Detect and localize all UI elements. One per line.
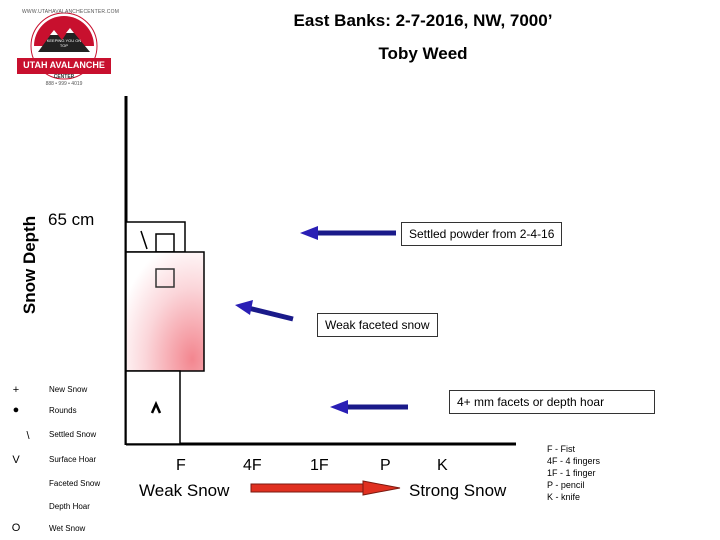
page-title: East Banks: 2-7-2016, NW, 7000’ [293, 11, 553, 30]
logo-emblem [17, 12, 111, 80]
logo-phone: 888 • 999 • 4019 [45, 81, 83, 87]
tick-pencil: P [380, 457, 391, 474]
legend-symbol-rounds: ● [12, 404, 20, 416]
arrow-middle-shaft [247, 305, 294, 322]
hardness-key-fist: F - Fist [547, 444, 575, 454]
callout-settled-powder: Settled powder from 2-4-16 [401, 222, 563, 246]
facet-symbol-middle [155, 268, 175, 288]
hardness-key-knife: K - knife [547, 492, 581, 502]
legend-symbol-settled-snow: \ [26, 430, 30, 442]
legend-label-depth-hoar: Depth Hoar [49, 502, 90, 511]
logo-arc-text: WWW.UTAHAVALANCHECENTER.COM [22, 9, 120, 15]
legend-symbol-surface-hoar: V [12, 454, 20, 466]
tick-four-fingers: 4F [243, 457, 262, 474]
tick-knife: K [437, 457, 448, 474]
logo-motto: KEEPING YOU ON TOP [46, 38, 82, 48]
hardness-key-one-finger: 1F - 1 finger [547, 468, 596, 478]
author-name: Toby Weed [378, 44, 468, 63]
arrow-middle-head [235, 300, 253, 315]
arrow-top-head [300, 226, 318, 240]
legend-label-faceted-snow: Faceted Snow [49, 479, 101, 488]
hardness-key-pencil: P - pencil [547, 480, 585, 490]
snow-depth-value: 65 cm [48, 210, 95, 229]
weak-snow-label: Weak Snow [139, 481, 230, 500]
strong-snow-label: Strong Snow [409, 481, 507, 500]
legend-symbol-wet-snow: O [11, 522, 21, 534]
legend-label-rounds: Rounds [49, 406, 77, 415]
legend-label-settled-snow: Settled Snow [49, 430, 97, 439]
strength-arrow-head [362, 480, 401, 496]
layer-depth-hoar [125, 370, 181, 445]
legend-symbol-new-snow: + [12, 384, 20, 396]
depth-hoar-symbol [150, 400, 162, 414]
legend-label-new-snow: New Snow [49, 385, 88, 394]
utah-avalanche-center-logo: WWW.UTAHAVALANCHECENTER.COM KEEPING YOU … [14, 8, 120, 92]
layer-weak-faceted [125, 251, 205, 372]
callout-weak-faceted: Weak faceted snow [317, 313, 438, 337]
settled-symbol [140, 230, 148, 250]
callout-depth-hoar: 4+ mm facets or depth hoar [449, 390, 655, 414]
tick-fist: F [176, 457, 186, 474]
tick-one-finger: 1F [310, 457, 329, 474]
y-axis-label: Snow Depth [20, 215, 39, 315]
logo-name: UTAH AVALANCHE [23, 60, 105, 70]
arrow-bottom-head [330, 400, 348, 414]
hardness-key-four-fingers: 4F - 4 fingers [547, 456, 601, 466]
logo-subname: CENTER [53, 74, 75, 80]
legend-label-surface-hoar: Surface Hoar [49, 455, 97, 464]
strength-arrow-shaft [250, 483, 366, 493]
legend-label-wet-snow: Wet Snow [49, 524, 86, 533]
